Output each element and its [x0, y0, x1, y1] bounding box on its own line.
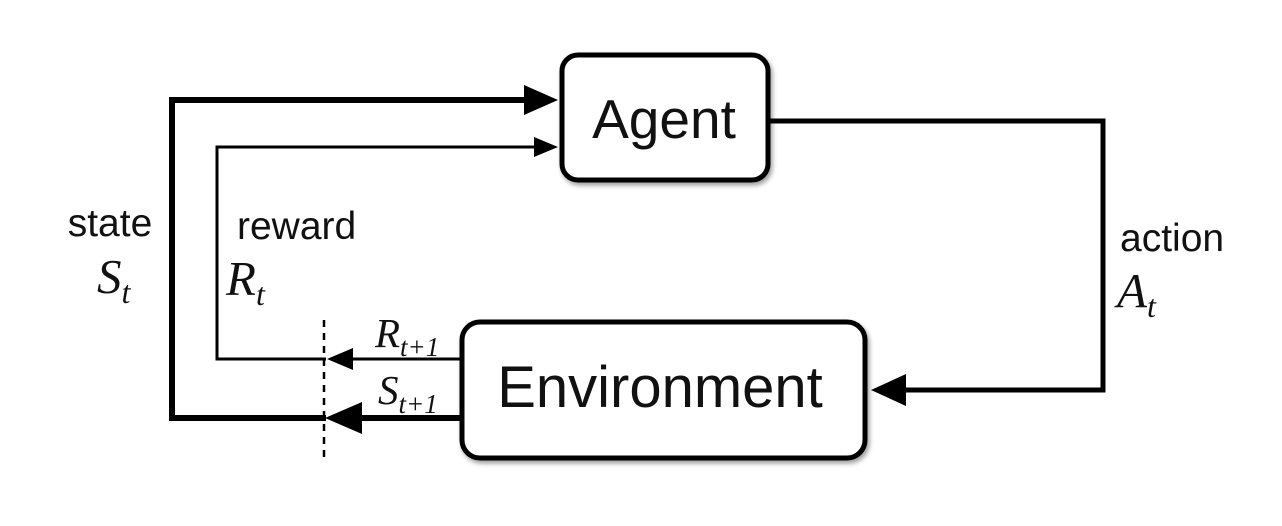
reward-loop-line [215, 145, 537, 361]
reward-into-agent-arrowhead-icon [534, 137, 558, 157]
action-word-label: action [1120, 217, 1224, 260]
next-state-symbol: S [378, 367, 399, 413]
next-reward-subscript: t+1 [400, 332, 439, 362]
state-symbol: S [97, 249, 122, 304]
state-loop-line [169, 97, 527, 421]
action-line [768, 118, 1106, 393]
action-symbol-subscript: t [1147, 288, 1157, 324]
reward-symbol: R [225, 251, 256, 306]
reward-symbol-label: Rt [225, 251, 266, 312]
reward-word-label: reward [237, 205, 356, 248]
next-reward-arrowhead-icon [327, 348, 353, 370]
next-reward-symbol: R [374, 310, 400, 356]
environment-node-box [459, 319, 868, 461]
next-reward-symbol-label: Rt+1 [374, 310, 439, 362]
action-symbol: A [1114, 263, 1148, 318]
state-symbol-subscript: t [122, 274, 132, 310]
agent-node-box [559, 52, 771, 183]
environment-node-label: Environment [497, 355, 823, 420]
state-symbol-label: St [97, 249, 132, 310]
next-state-symbol-label: St+1 [378, 367, 438, 419]
action-symbol-label: At [1114, 263, 1157, 324]
state-word-label: state [68, 202, 153, 245]
agent-node-label: Agent [592, 88, 736, 150]
action-into-environment-arrowhead-icon [871, 374, 906, 406]
next-state-subscript: t+1 [399, 389, 438, 419]
state-into-agent-arrowhead-icon [524, 85, 558, 115]
next-state-arrowhead-icon [325, 402, 362, 434]
reward-symbol-subscript: t [256, 276, 266, 312]
